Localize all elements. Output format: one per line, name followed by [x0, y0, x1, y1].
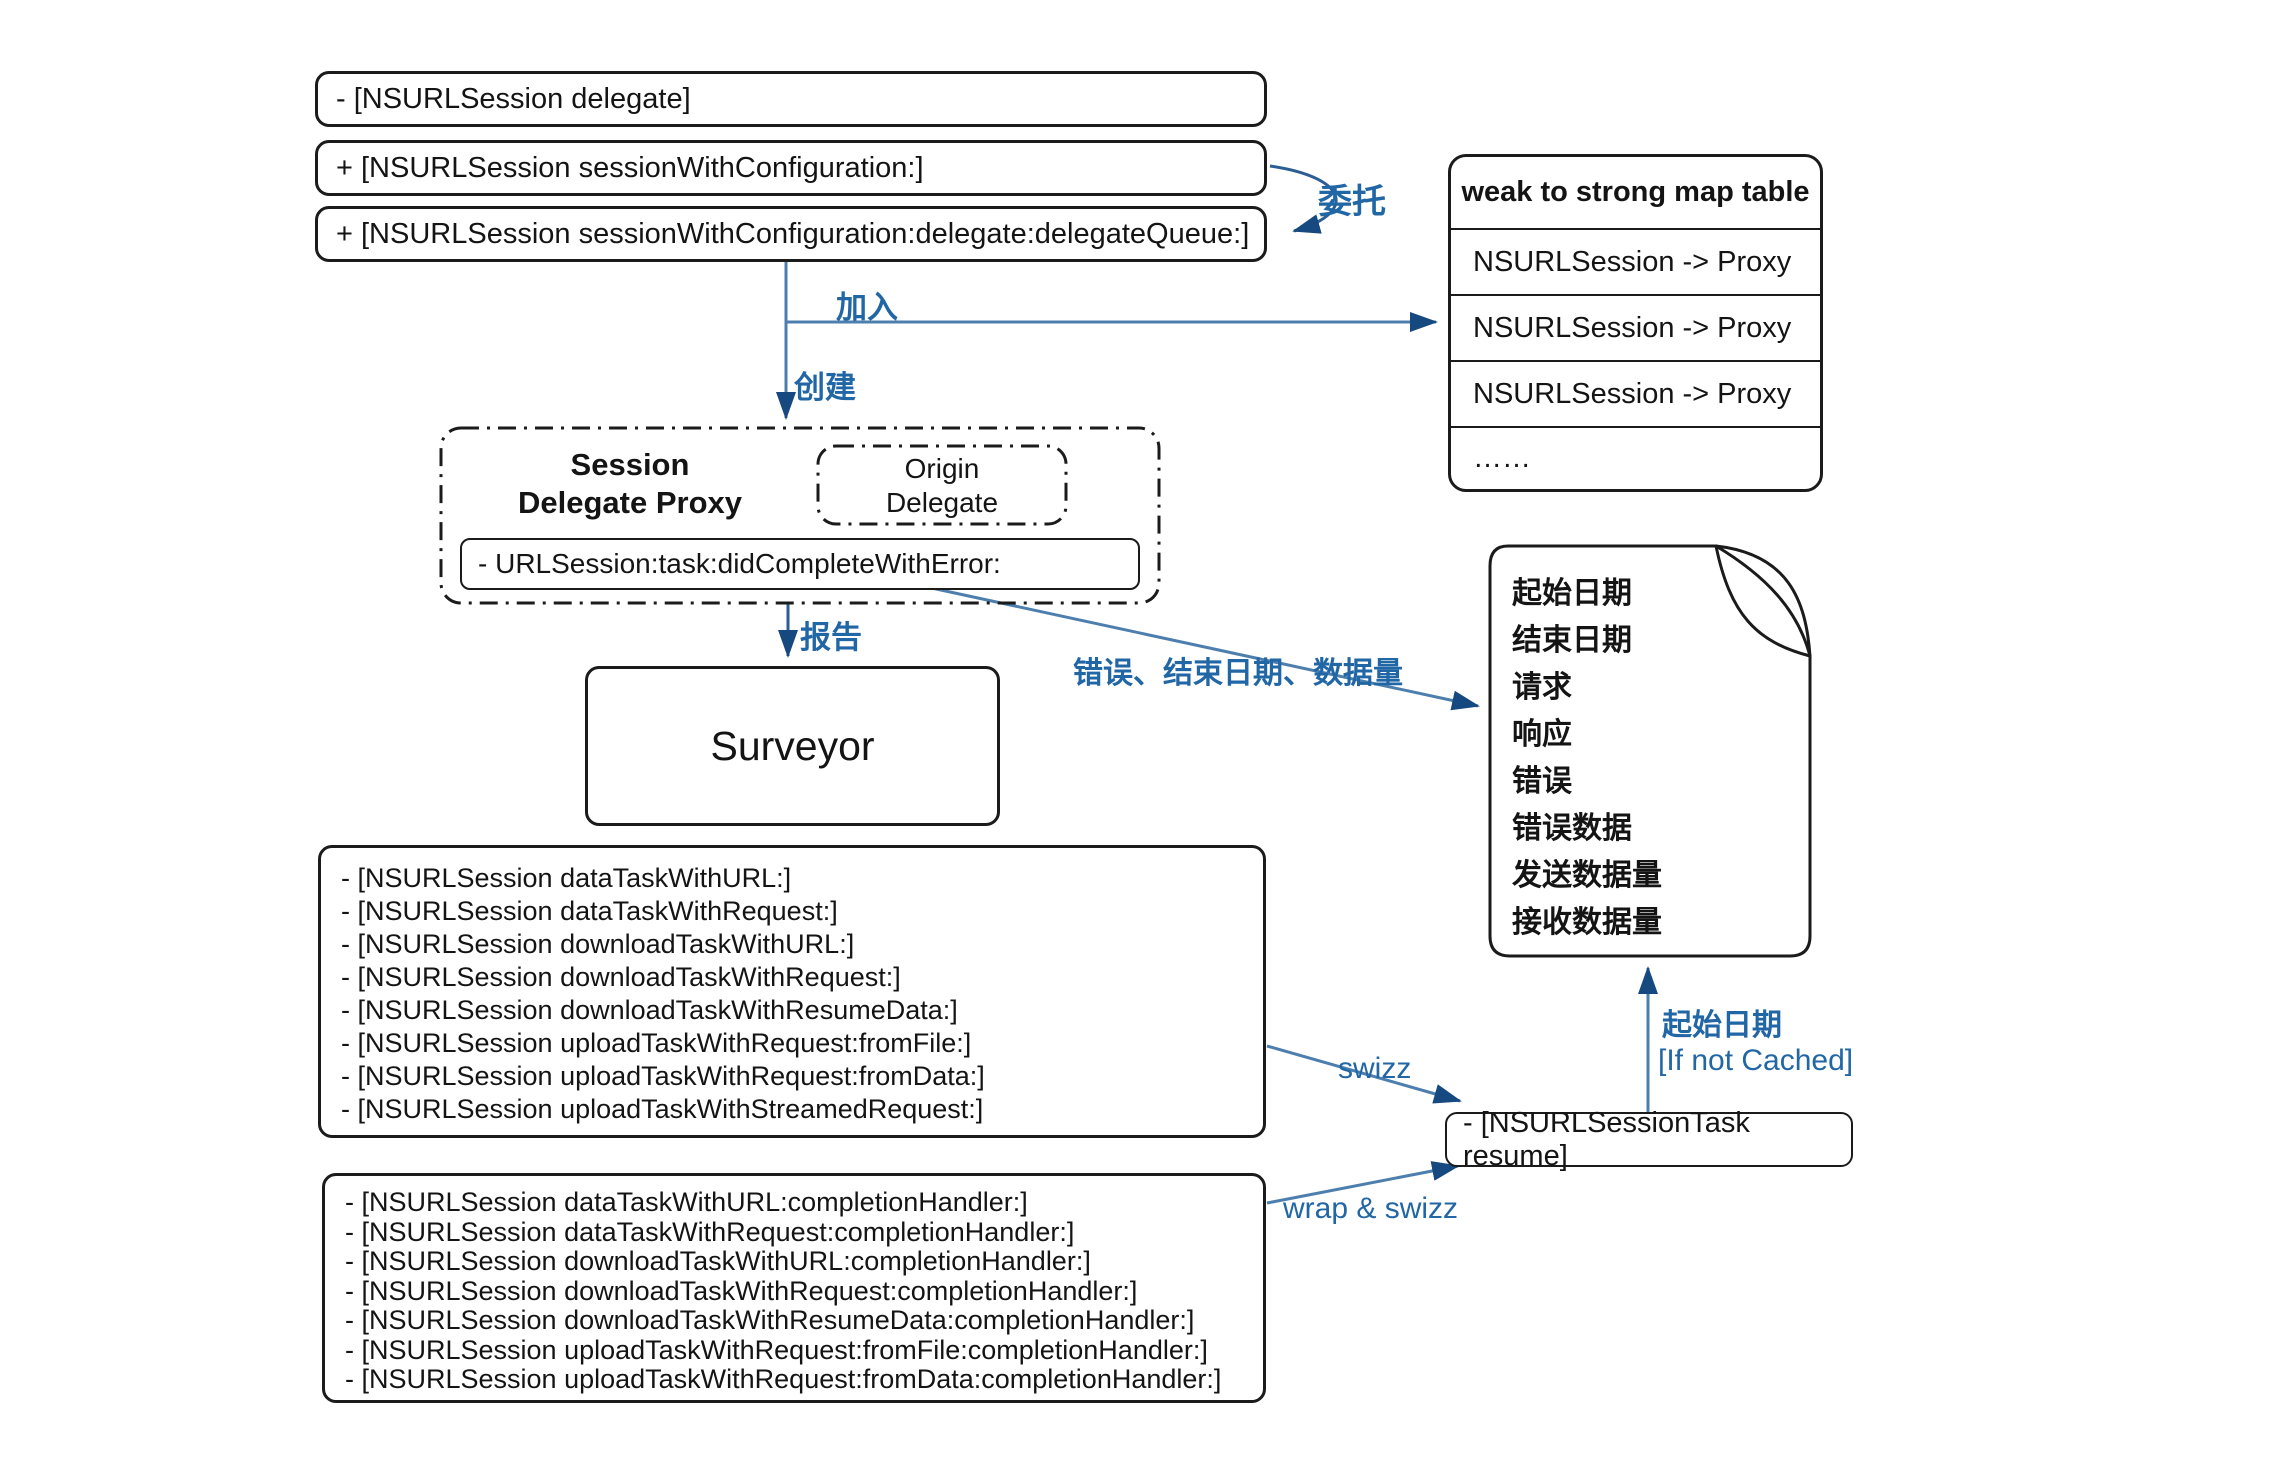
- method-line: - [NSURLSession downloadTaskWithURL:]: [341, 929, 855, 959]
- record-document: [1488, 544, 1812, 958]
- map-table: weak to strong map table NSURLSession ->…: [1448, 154, 1823, 492]
- map-row-text: NSURLSession -> Proxy: [1473, 311, 1792, 344]
- arrow-wrap-swizz: [1266, 1161, 1460, 1205]
- method-line: - [NSURLSession downloadTaskWithRequest:…: [341, 962, 901, 992]
- record-line: 响应: [1512, 718, 1572, 751]
- map-row-text: NSURLSession -> Proxy: [1473, 377, 1792, 410]
- label-create: 创建: [794, 370, 856, 405]
- map-table-row: NSURLSession -> Proxy: [1451, 228, 1820, 294]
- record-line: 结束日期: [1512, 624, 1632, 657]
- method-box-session-with-configuration-delegate-queue: + [NSURLSession sessionWithConfiguration…: [315, 206, 1267, 262]
- method-line: - [NSURLSession downloadTaskWithResumeDa…: [345, 1305, 1195, 1335]
- method-line: - [NSURLSession uploadTaskWithRequest:fr…: [341, 1028, 972, 1058]
- record-line: 错误: [1512, 765, 1572, 798]
- proxy-title-line2: Delegate Proxy: [518, 485, 742, 520]
- resume-box: - [NSURLSessionTask resume]: [1445, 1107, 1853, 1172]
- map-row-text: ……: [1473, 442, 1531, 474]
- record-line: 请求: [1512, 671, 1572, 704]
- label-delegate: 委托: [1318, 183, 1386, 221]
- method-line: - [NSURLSession downloadTaskWithRequest:…: [345, 1275, 1138, 1306]
- record-line: 错误数据: [1512, 812, 1632, 845]
- proxy-title: Session Delegate Proxy: [450, 446, 810, 522]
- method-line: - [NSURLSession dataTaskWithRequest:]: [341, 896, 838, 926]
- origin-delegate-label: Origin Delegate: [818, 452, 1066, 520]
- label-swizz: swizz: [1338, 1052, 1412, 1085]
- origin-line2: Delegate: [885, 487, 999, 518]
- method-line: - [NSURLSession uploadTaskWithRequest:fr…: [341, 1061, 985, 1091]
- origin-delegate-outline: [816, 444, 1068, 526]
- arrow-delegate: [1269, 164, 1338, 234]
- method-line: - [NSURLSession downloadTaskWithURL:comp…: [345, 1246, 1091, 1276]
- label-if-not-cached: [If not Cached]: [1658, 1044, 1854, 1077]
- label-start-date: 起始日期: [1662, 1009, 1782, 1042]
- label-error-info: 错误、结束日期、数据量: [1073, 657, 1403, 690]
- session-delegate-proxy-outline: [439, 426, 1161, 605]
- map-table-title: weak to strong map table: [1451, 157, 1820, 228]
- handler-methods-box: - [NSURLSession dataTaskWithURL:completi…: [322, 1173, 1266, 1403]
- map-row-text: NSURLSession -> Proxy: [1473, 245, 1792, 278]
- map-table-row: NSURLSession -> Proxy: [1451, 360, 1820, 426]
- method-box-session-with-configuration: + [NSURLSession sessionWithConfiguration…: [315, 140, 1267, 196]
- did-complete-method-box: - URLSession:task:didCompleteWithError:: [460, 538, 1140, 590]
- map-table-title-text: weak to strong map table: [1461, 176, 1810, 208]
- surveyor-label: Surveyor: [710, 722, 875, 769]
- method-label: - [NSURLSessionTask resume]: [1463, 1106, 1750, 1172]
- label-join: 加入: [836, 290, 898, 325]
- record-line: 发送数据量: [1512, 859, 1662, 892]
- method-line: - [NSURLSession dataTaskWithURL:completi…: [345, 1187, 1028, 1217]
- method-line: - [NSURLSession uploadTaskWithRequest:fr…: [345, 1364, 1222, 1394]
- origin-line1: Origin: [904, 453, 980, 484]
- record-line: 接收数据量: [1512, 906, 1662, 939]
- method-box-delegate: - [NSURLSession delegate]: [315, 71, 1267, 127]
- record-line: 起始日期: [1512, 577, 1632, 610]
- document-fold-icon: [1715, 544, 1812, 657]
- map-table-ellipsis-row: ……: [1451, 426, 1820, 489]
- task-methods-box: - [NSURLSession dataTaskWithURL:] - [NSU…: [318, 845, 1266, 1138]
- method-label: + [NSURLSession sessionWithConfiguration…: [336, 217, 1250, 250]
- arrow-swizz: [1266, 1044, 1462, 1104]
- method-line: - [NSURLSession uploadTaskWithRequest:fr…: [345, 1334, 1208, 1365]
- proxy-title-line1: Session: [570, 447, 690, 482]
- label-report: 报告: [800, 620, 862, 655]
- method-label: - URLSession:task:didCompleteWithError:: [478, 548, 1001, 579]
- method-line: - [NSURLSession downloadTaskWithResumeDa…: [341, 995, 958, 1025]
- method-line: - [NSURLSession dataTaskWithURL:]: [341, 863, 792, 893]
- label-wrap-swizz: wrap & swizz: [1283, 1192, 1459, 1225]
- method-line: - [NSURLSession dataTaskWithRequest:comp…: [345, 1216, 1075, 1247]
- method-line: - [NSURLSession uploadTaskWithStreamedRe…: [341, 1094, 984, 1124]
- method-label: + [NSURLSession sessionWithConfiguration…: [336, 151, 924, 184]
- method-label: - [NSURLSession delegate]: [336, 82, 691, 115]
- map-table-row: NSURLSession -> Proxy: [1451, 294, 1820, 360]
- record-doc-lines: 起始日期 结束日期 请求 响应 错误 错误数据 发送数据量 接收数据量: [1512, 570, 1662, 946]
- surveyor-box: Surveyor: [585, 666, 1000, 826]
